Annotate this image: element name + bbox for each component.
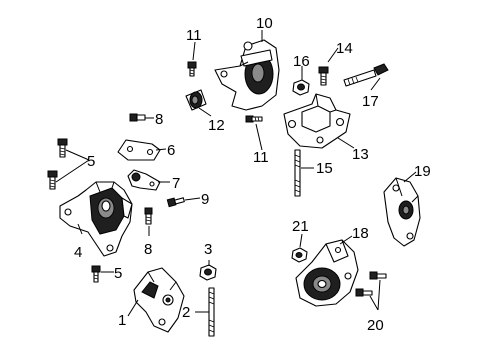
nut-part-3 — [199, 264, 217, 281]
callout-11-top: 11 — [186, 27, 202, 44]
bolt-part-14 — [318, 66, 329, 86]
bolt-part-8-bottom — [144, 207, 153, 225]
engine-mount-part-10 — [214, 39, 280, 111]
callout-16: 16 — [293, 53, 310, 70]
callout-13: 13 — [352, 146, 369, 163]
bushing-part-12 — [185, 89, 207, 111]
plate-part-6 — [117, 139, 161, 161]
bolt-part-11-mid — [245, 115, 263, 123]
callout-17: 17 — [362, 93, 379, 110]
bolt-part-8-top — [129, 113, 146, 122]
callout-8-top: 8 — [155, 111, 163, 128]
callout-18: 18 — [352, 225, 369, 242]
callout-7: 7 — [172, 175, 180, 192]
lower-bracket-part-1 — [133, 267, 185, 333]
bracket-part-19 — [383, 177, 421, 247]
mount-bracket-part-13 — [283, 93, 351, 149]
bolt-part-11-top — [187, 61, 197, 77]
bolt-part-5-upper-b — [47, 170, 58, 190]
leader-lines — [55, 30, 417, 317]
bolt-part-9 — [166, 197, 185, 208]
bolt-part-20-a — [369, 271, 387, 280]
callout-9: 9 — [201, 191, 209, 208]
callout-15: 15 — [316, 160, 333, 177]
bolt-part-5-lower — [91, 265, 101, 283]
callout-5-upper: 5 — [87, 153, 95, 170]
callout-5-lower: 5 — [114, 265, 122, 282]
callout-labels: 1 2 3 4 5 5 6 7 8 8 9 10 11 11 12 13 14 … — [74, 15, 431, 334]
callout-3: 3 — [204, 241, 212, 258]
callout-21: 21 — [292, 218, 309, 235]
callout-19: 19 — [414, 163, 431, 180]
callout-20: 20 — [367, 317, 384, 334]
stud-part-15 — [294, 149, 301, 197]
long-bolt-part-17 — [343, 63, 389, 87]
callout-8-bottom: 8 — [144, 241, 152, 258]
stud-part-2 — [208, 287, 215, 337]
callout-14: 14 — [336, 40, 353, 57]
callout-4: 4 — [74, 244, 82, 261]
callout-1: 1 — [118, 312, 126, 329]
callout-2: 2 — [182, 304, 190, 321]
bolt-part-5-upper-a — [57, 138, 68, 158]
bolt-part-20-b — [355, 288, 373, 297]
nut-part-21 — [291, 247, 308, 263]
callout-12: 12 — [208, 117, 225, 134]
callout-6: 6 — [167, 142, 175, 159]
callout-11-mid: 11 — [253, 149, 269, 166]
rear-mount-part-18 — [295, 239, 359, 307]
nut-part-16 — [292, 79, 310, 96]
transmission-mount-part-4 — [59, 181, 133, 257]
bracket-part-7 — [127, 169, 161, 191]
callout-10: 10 — [256, 15, 273, 32]
